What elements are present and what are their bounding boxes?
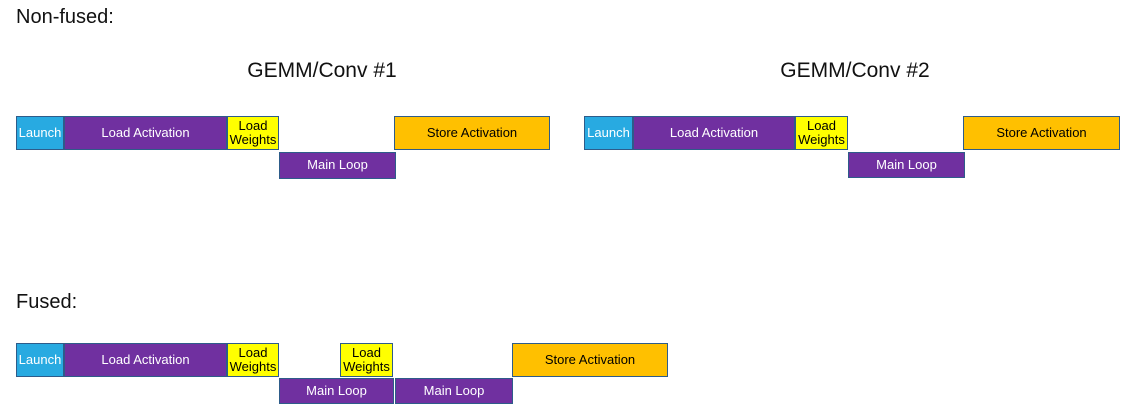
segment-load-weights: Load Weights [227,116,279,150]
segment-store-activation: Store Activation [963,116,1120,150]
segment-launch: Launch [584,116,633,150]
section-label-fused: Fused: [16,291,78,313]
segment-main-loop: Main Loop [395,378,513,404]
section-label-nonfused: Non-fused: [16,6,114,28]
segment-main-loop: Main Loop [279,378,394,404]
segment-launch: Launch [16,343,64,377]
segment-load-activation: Load Activation [633,116,795,150]
segment-main-loop: Main Loop [279,152,396,179]
segment-launch: Launch [16,116,64,150]
segment-load-activation: Load Activation [64,116,227,150]
group-title-gemm-conv-2: GEMM/Conv #2 [780,59,930,82]
segment-load-weights: Load Weights [227,343,279,377]
segment-load-activation: Load Activation [64,343,227,377]
segment-load-weights: Load Weights [795,116,848,150]
segment-store-activation: Store Activation [512,343,668,377]
group-title-gemm-conv-1: GEMM/Conv #1 [247,59,397,82]
segment-main-loop: Main Loop [848,152,965,178]
segment-load-weights: Load Weights [340,343,393,377]
segment-store-activation: Store Activation [394,116,550,150]
